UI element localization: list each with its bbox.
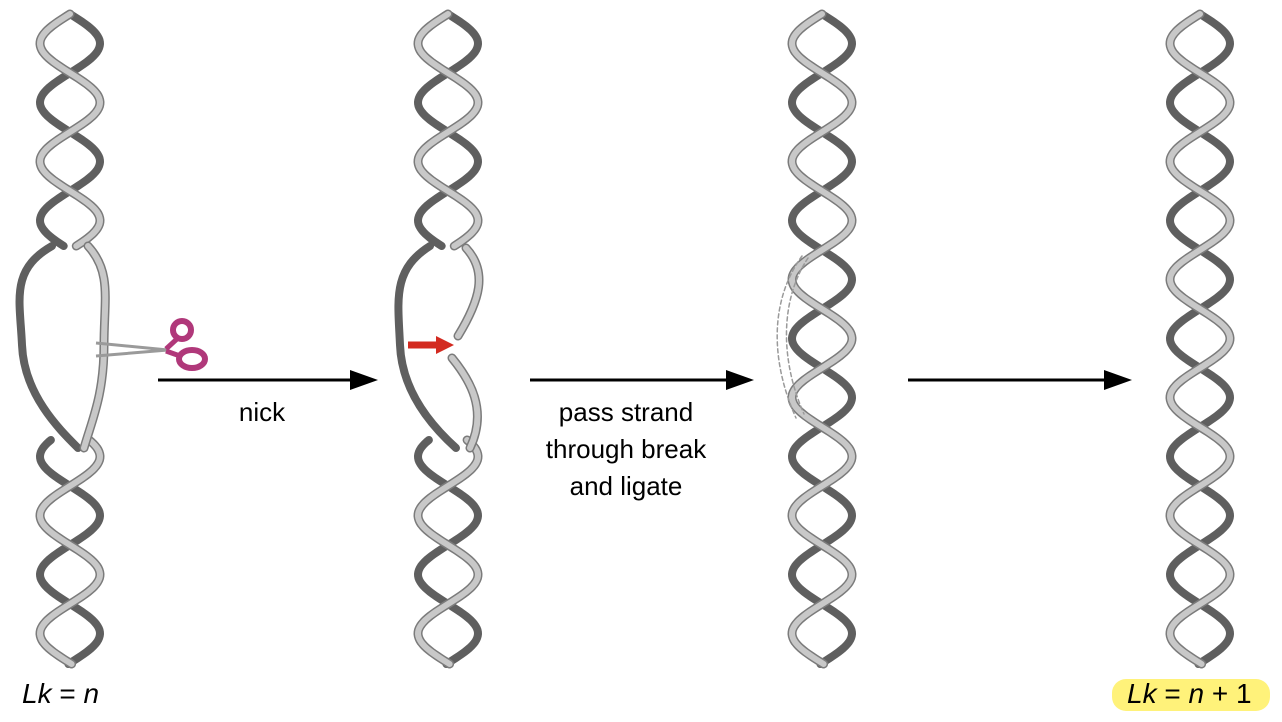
helix-2-nicked xyxy=(394,9,484,669)
process-arrow-pass xyxy=(530,370,754,390)
helix-4-final xyxy=(1165,9,1235,669)
right-lk-highlight xyxy=(1112,679,1270,711)
helix-1-initial xyxy=(15,9,110,669)
pass-label-line-2: through break xyxy=(546,434,707,464)
helix-3-strand-passing xyxy=(776,9,857,669)
red-arrow-icon xyxy=(408,336,454,354)
nick-label: nick xyxy=(239,397,286,427)
left-lk-label: Lk = n xyxy=(22,678,99,709)
process-arrow-final xyxy=(908,370,1132,390)
scissors-icon xyxy=(95,318,208,371)
pass-label-line-1: pass strand xyxy=(559,397,693,427)
pass-label-line-3: and ligate xyxy=(570,471,683,501)
process-arrow-nick xyxy=(158,370,378,390)
right-lk-label: Lk = n + 1 xyxy=(1127,678,1252,709)
